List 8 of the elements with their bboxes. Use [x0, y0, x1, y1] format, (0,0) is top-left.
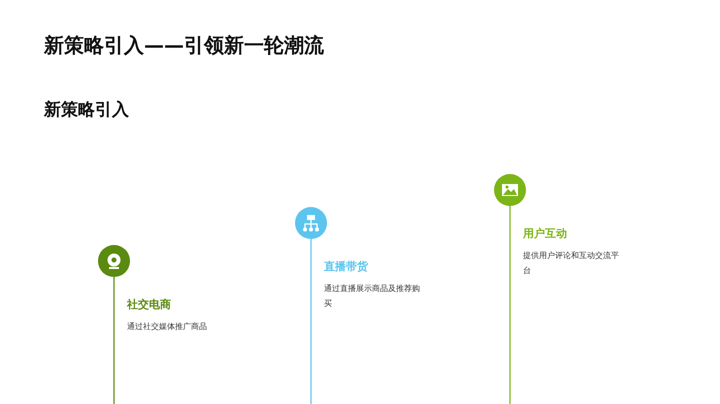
item-description: 通过直播展示商品及推荐购买 [324, 283, 421, 310]
item-heading: 用户互动 [523, 226, 567, 241]
item-description: 通过社交媒体推广商品 [127, 321, 208, 333]
item-heading: 直播带货 [324, 259, 368, 274]
item-description: 提供用户评论和互动交流平台 [523, 250, 620, 277]
subtitle: 新策略引入 [44, 99, 129, 121]
title: 新策略引入——引领新一轮潮流 [44, 32, 324, 59]
item-heading: 社交电商 [127, 297, 171, 312]
